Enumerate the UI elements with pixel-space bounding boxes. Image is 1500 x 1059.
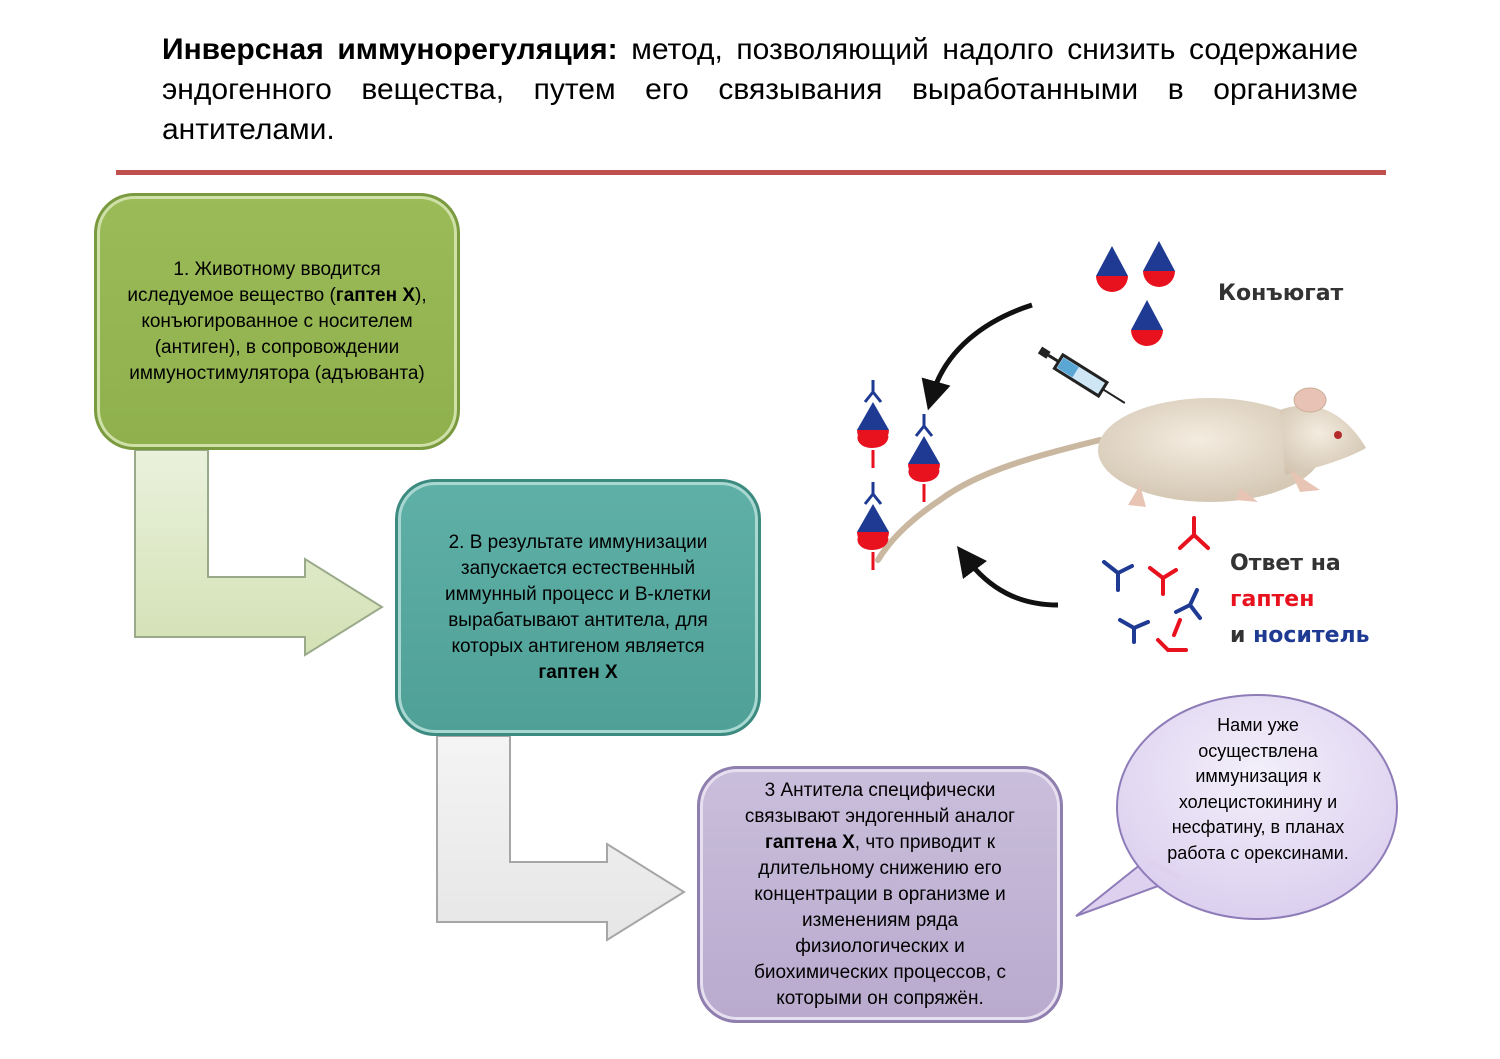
conjugate-drops [1096, 241, 1175, 346]
response-carrier: носитель [1253, 623, 1370, 648]
step-2-text: 2. В результате иммунизации запускается … [445, 531, 711, 683]
bubble-text: Нами уже осуществлена иммунизация к холе… [1167, 715, 1349, 863]
divider-line [116, 170, 1386, 175]
response-line-3: и носитель [1230, 623, 1370, 648]
rat-illustration [875, 387, 1366, 563]
arrow-step1-to-step2 [134, 449, 384, 657]
response-label: Ответ на гаптен и носитель [1230, 546, 1370, 654]
step-3-box: 3 Антитела специфически связывают эндоге… [697, 766, 1063, 1023]
arrow-step2-to-step3 [436, 735, 686, 942]
response-line-1: Ответ на [1230, 551, 1341, 576]
syringe-icon [1037, 346, 1126, 404]
cycle-arrow-bottom [956, 546, 1059, 608]
header-text: метод, позволяющий надолго снизить содер… [162, 33, 1359, 146]
antibody-complexes [857, 380, 940, 570]
conjugate-label: Конъюгат [1218, 281, 1344, 306]
step-1-text: 1. Животному вводится иследуемое веществ… [127, 258, 427, 384]
cycle-arrow-top [921, 302, 1033, 411]
response-hapten: гаптен [1230, 587, 1315, 612]
step-3-text: 3 Антитела специфически связывают эндоге… [744, 779, 1016, 1009]
header-term: Инверсная иммунорегуляция: [162, 33, 618, 66]
step-2-box: 2. В результате иммунизации запускается … [395, 479, 761, 736]
header-definition: Инверсная иммунорегуляция: метод, позвол… [162, 30, 1358, 150]
step-1-box: 1. Животному вводится иследуемое веществ… [94, 193, 460, 450]
free-antibodies [1102, 516, 1210, 652]
